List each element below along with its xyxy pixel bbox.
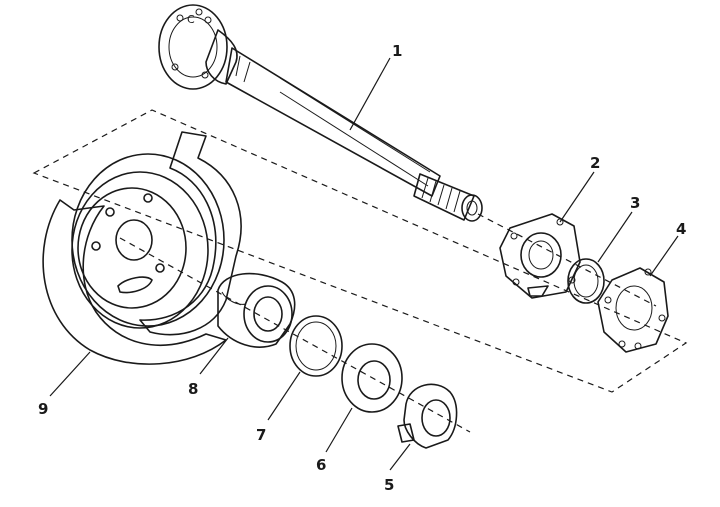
callout-9: 9 [38, 400, 48, 418]
leader-8 [199, 337, 229, 375]
callout-7: 7 [256, 426, 266, 444]
lock-collar [397, 383, 458, 449]
leader-3 [597, 211, 633, 263]
callout-1: 1 [392, 42, 402, 60]
callout-8: 8 [188, 380, 198, 398]
callout-5: 5 [384, 476, 394, 494]
leader-1 [349, 57, 391, 131]
center-axis [119, 237, 471, 433]
backing-plate [42, 131, 242, 365]
leader-6 [325, 407, 353, 453]
callout-6: 6 [316, 456, 326, 474]
leader-5 [389, 443, 411, 471]
seal-ring [567, 258, 605, 304]
center-axis-upper [477, 213, 657, 307]
callout-3: 3 [630, 194, 640, 212]
washer [341, 343, 403, 413]
leader-7 [267, 371, 301, 421]
retainer-plate [499, 213, 581, 299]
callout-2: 2 [590, 154, 600, 172]
leader-9 [49, 351, 91, 397]
axle-shaft: C [158, 4, 483, 222]
leader-2 [559, 171, 595, 223]
gasket [597, 267, 669, 353]
svg-text:C: C [187, 13, 195, 26]
snap-ring [289, 315, 343, 377]
callout-4: 4 [676, 220, 686, 238]
leader-4 [649, 235, 679, 277]
bearing [217, 272, 296, 348]
assembly-boundary [32, 109, 688, 393]
